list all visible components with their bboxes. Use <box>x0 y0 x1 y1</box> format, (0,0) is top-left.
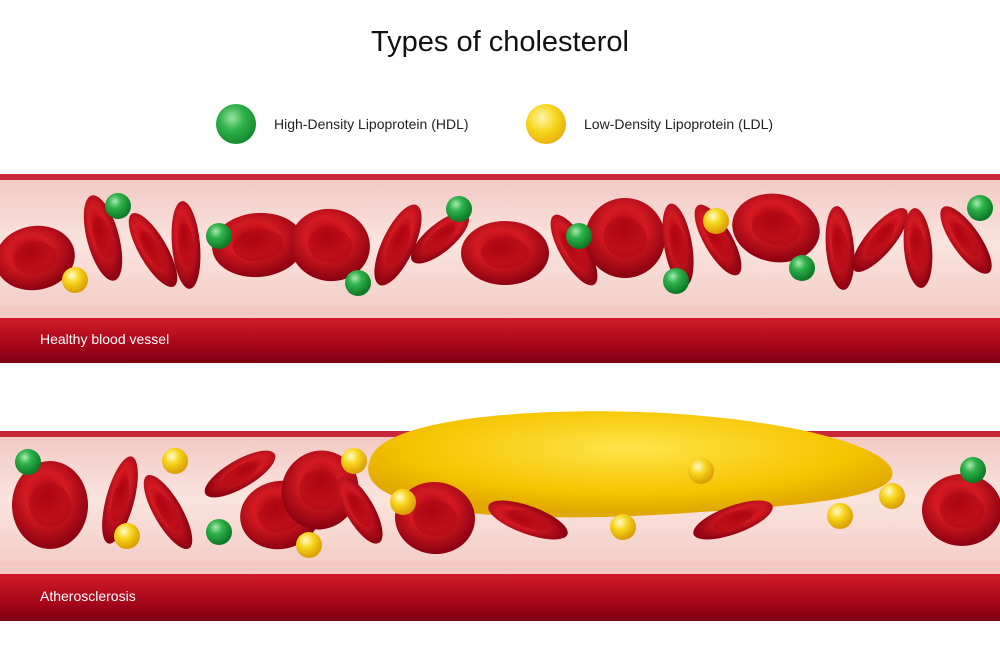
hdl-particle <box>967 195 993 221</box>
ldl-particle <box>341 448 367 474</box>
red-blood-cell <box>204 450 276 498</box>
legend-label-hdl: High-Density Lipoprotein (HDL) <box>274 116 469 132</box>
hdl-particle <box>345 270 371 296</box>
red-blood-cell <box>171 201 201 289</box>
red-blood-cell <box>922 474 1000 546</box>
ldl-particle <box>390 489 416 515</box>
red-blood-cell <box>488 500 568 540</box>
red-blood-cell <box>128 212 178 288</box>
page-title: Types of cholesterol <box>371 26 629 58</box>
red-blood-cell <box>0 225 75 291</box>
ldl-particle <box>703 208 729 234</box>
ldl-particle <box>610 514 636 540</box>
hdl-particle <box>206 519 232 545</box>
red-blood-cell <box>461 221 549 285</box>
hdl-particle <box>663 268 689 294</box>
hdl-particle <box>960 457 986 483</box>
hdl-particle-icon <box>216 104 256 144</box>
legend-item-ldl: Low-Density Lipoprotein (LDL) <box>526 104 773 144</box>
red-blood-cell <box>903 208 933 288</box>
ldl-particle <box>114 523 140 549</box>
red-blood-cell <box>732 193 820 263</box>
red-blood-cell <box>337 476 383 544</box>
hdl-particle <box>15 449 41 475</box>
healthy-vessel-label: Healthy blood vessel <box>40 331 170 347</box>
red-blood-cell <box>143 474 193 550</box>
hdl-particle <box>206 223 232 249</box>
red-blood-cell <box>410 212 470 264</box>
red-blood-cell <box>825 206 855 290</box>
red-blood-cell <box>852 208 908 272</box>
red-blood-cell <box>281 450 359 530</box>
ldl-particle <box>162 448 188 474</box>
ldl-particle <box>62 267 88 293</box>
red-blood-cell <box>374 204 422 286</box>
hdl-particle <box>566 223 592 249</box>
red-blood-cell <box>12 461 88 549</box>
atherosclerosis-label: Atherosclerosis <box>40 588 136 604</box>
hdl-particle <box>446 196 472 222</box>
red-blood-cell <box>940 206 992 274</box>
red-blood-cell <box>585 198 665 278</box>
red-blood-cell <box>662 203 694 287</box>
red-blood-cell <box>212 212 304 278</box>
ldl-particle <box>879 483 905 509</box>
red-blood-cell <box>83 195 123 281</box>
plaque-deposit <box>368 411 893 518</box>
red-blood-cell <box>693 500 773 540</box>
ldl-particle <box>827 503 853 529</box>
ldl-particle <box>688 458 714 484</box>
legend-item-hdl: High-Density Lipoprotein (HDL) <box>216 104 469 144</box>
ldl-particle-icon <box>526 104 566 144</box>
hdl-particle <box>789 255 815 281</box>
legend-label-ldl: Low-Density Lipoprotein (LDL) <box>584 116 774 132</box>
red-blood-cell <box>102 456 138 544</box>
red-blood-cell <box>290 208 370 282</box>
ldl-particle <box>296 532 322 558</box>
hdl-particle <box>105 193 131 219</box>
